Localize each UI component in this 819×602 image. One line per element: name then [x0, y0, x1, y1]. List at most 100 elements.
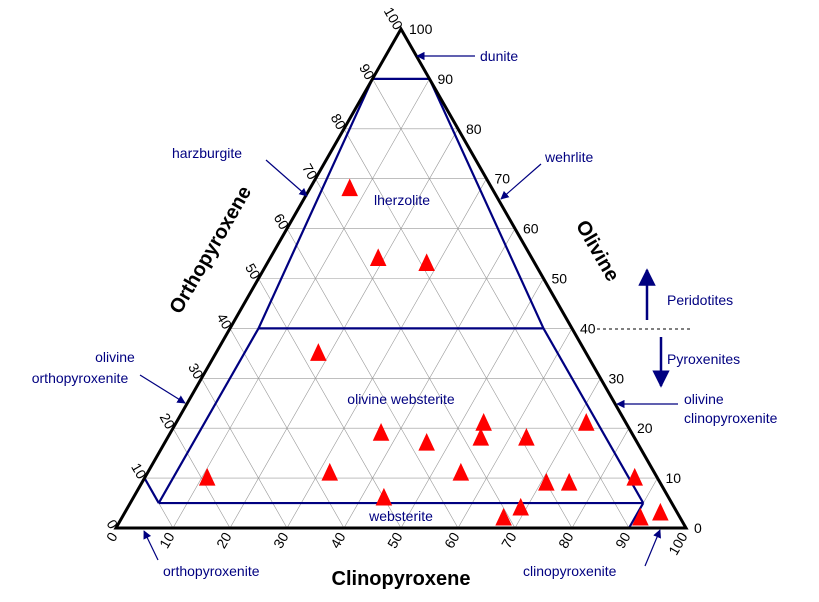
sample-marker	[475, 413, 492, 431]
olivine-tick-label: 0	[694, 520, 702, 536]
clinopyroxene-tick-label: 10	[156, 529, 178, 551]
grid-line	[372, 78, 630, 529]
orthopyroxene-tick-label: 60	[271, 211, 293, 233]
sample-markers	[198, 178, 669, 526]
sample-marker	[341, 178, 358, 197]
grid-line	[229, 328, 345, 529]
sample-marker	[452, 462, 470, 481]
olivine-tick-label: 10	[666, 470, 682, 486]
sample-marker	[372, 423, 390, 441]
clinopyroxene-tick-label: 30	[270, 529, 292, 551]
olivine-tick-label: 50	[552, 271, 568, 287]
peridotite-pyroxenite-divider: Peridotites Pyroxenites	[597, 268, 740, 388]
sample-marker	[375, 487, 393, 506]
grid-line	[172, 78, 430, 529]
triangle-outline	[113, 25, 689, 530]
dunite-label: dunite	[480, 48, 518, 64]
grid-line	[571, 428, 630, 529]
olivine-tick-label: 100	[409, 21, 433, 37]
lherzolite-label: lherzolite	[374, 192, 430, 208]
wehrlite-label: wehrlite	[544, 149, 593, 165]
olivine-tick-label: 20	[637, 420, 653, 436]
dunite-callout: dunite	[416, 48, 518, 64]
olivine-tick-label: 30	[609, 370, 625, 386]
websterite-label: websterite	[368, 508, 433, 524]
clinopyroxene-tick-label: 50	[384, 529, 406, 551]
orthopyroxene-axis-title: Orthopyroxene	[165, 182, 256, 317]
harzburgite-callout: harzburgite	[172, 145, 308, 197]
sample-marker	[512, 497, 529, 516]
sample-marker	[538, 472, 555, 491]
sample-marker	[495, 507, 512, 526]
clinopyroxene-tick-label: 40	[327, 529, 349, 551]
sample-marker	[577, 413, 595, 431]
sample-marker	[472, 428, 490, 446]
olivine-clinopyroxenite-callout: olivine clinopyroxenite	[616, 391, 778, 426]
grid-line	[457, 328, 573, 529]
field-boundary	[628, 502, 645, 529]
field-boundary	[542, 327, 645, 504]
pyroxenites-label: Pyroxenites	[667, 351, 740, 367]
field-boundary	[428, 78, 545, 329]
clinopyroxene-tick-label: 80	[555, 529, 577, 551]
olivine-tick-label: 70	[495, 171, 511, 187]
sample-marker	[310, 343, 327, 361]
grid-line	[400, 278, 544, 529]
orthopyroxene-tick-label: 80	[328, 111, 350, 133]
olivine-orthopyroxenite-label-line2: orthopyroxenite	[32, 370, 129, 386]
sample-marker	[369, 248, 387, 267]
clinopyroxene-tick-label: 90	[612, 529, 634, 551]
orthopyroxene-tick-label: 10	[128, 460, 150, 482]
clinopyroxenite-label: clinopyroxenite	[523, 563, 617, 579]
sample-marker	[626, 467, 643, 486]
sample-marker	[560, 472, 578, 491]
triangle-frame	[113, 25, 689, 530]
classification-fields	[143, 77, 645, 529]
grid-line	[315, 178, 516, 529]
orthopyroxenite-label: orthopyroxenite	[163, 563, 260, 579]
grid-line	[201, 378, 288, 529]
orthopyroxenite-callout: orthopyroxenite	[143, 530, 260, 579]
olivine-clinopyroxenite-label-line2: clinopyroxenite	[684, 410, 778, 426]
olivine-orthopyroxenite-label-line1: olivine	[95, 349, 135, 365]
olivine-orthopyroxenite-callout: olivine orthopyroxenite	[32, 349, 186, 404]
grid-line	[172, 428, 231, 529]
wehrlite-callout: wehrlite	[500, 149, 593, 200]
orthopyroxene-tick-label: 90	[356, 61, 378, 83]
orthopyroxene-tick-label: 30	[185, 360, 207, 382]
field-boundary	[257, 78, 374, 329]
field-boundary	[143, 477, 160, 504]
clinopyroxene-tick-label: 100	[665, 529, 691, 557]
olivine-axis-title: Olivine	[571, 217, 623, 286]
harzburgite-label: harzburgite	[172, 145, 242, 161]
sample-marker	[518, 428, 535, 446]
grid-line	[514, 378, 601, 529]
clinopyroxene-tick-label: 60	[441, 529, 463, 551]
sample-marker	[321, 462, 339, 481]
sample-marker	[198, 467, 216, 486]
olivine-websterite-label: olivine websterite	[347, 391, 455, 407]
field-boundary	[157, 327, 260, 504]
peridotites-label: Peridotites	[667, 292, 733, 308]
sample-marker	[652, 502, 669, 521]
orthopyroxene-tick-label: 70	[299, 161, 321, 183]
olivine-tick-label: 90	[438, 71, 454, 87]
olivine-tick-label: 40	[580, 320, 596, 336]
olivine-clinopyroxenite-label-line1: olivine	[684, 391, 724, 407]
sample-marker	[632, 507, 649, 526]
orthopyroxene-tick-label: 50	[242, 261, 264, 283]
clinopyroxene-tick-label: 20	[213, 529, 235, 551]
olivine-tick-label: 60	[523, 221, 539, 237]
clinopyroxene-tick-label: 0	[103, 529, 121, 544]
clinopyroxenite-callout: clinopyroxenite	[523, 529, 661, 579]
grid-line	[258, 278, 402, 529]
grid-line	[286, 178, 487, 529]
orthopyroxene-tick-label: 40	[214, 310, 236, 332]
sample-marker	[418, 253, 435, 272]
orthopyroxene-tick-label: 20	[157, 410, 179, 432]
olivine-tick-label: 80	[466, 121, 482, 137]
clinopyroxene-tick-label: 70	[498, 529, 520, 551]
clinopyroxene-axis-title: Clinopyroxene	[332, 568, 471, 590]
orthopyroxene-tick-label: 100	[381, 4, 407, 32]
